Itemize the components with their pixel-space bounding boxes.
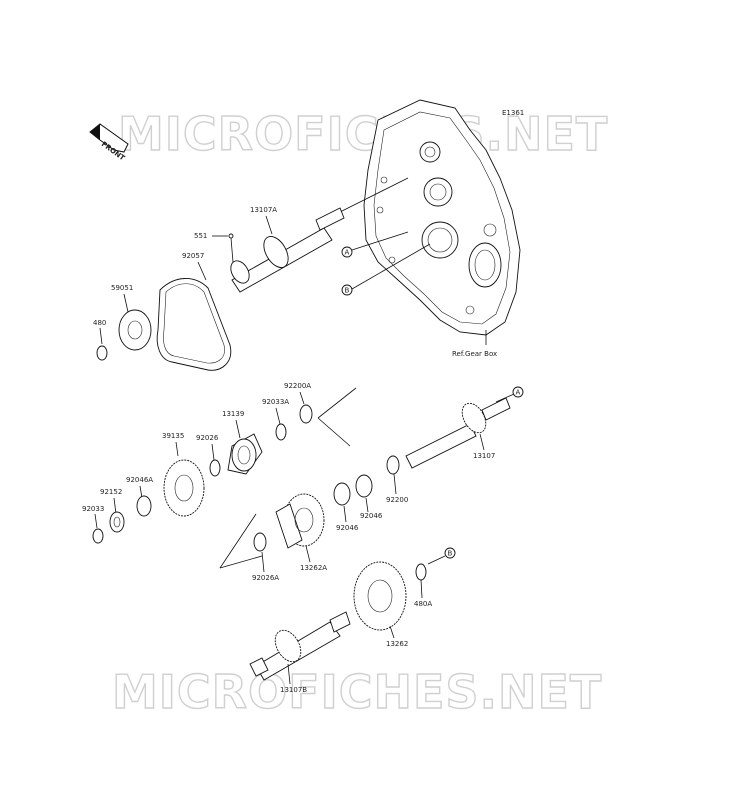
label-92046A: 92046A [126, 476, 153, 484]
chain-92057 [156, 278, 232, 371]
label-551: 551 [194, 232, 207, 240]
label-92033A: 92033A [262, 398, 289, 406]
label-92057: 92057 [182, 252, 204, 260]
shaft-13107b [249, 611, 351, 681]
hub-13139 [227, 433, 263, 475]
shaft-13107 [405, 397, 511, 469]
diagram-code: E1361 [502, 109, 524, 117]
washer-92200 [386, 455, 400, 475]
callout-a-shaft [512, 386, 524, 398]
label-92026A: 92026A [252, 574, 279, 582]
reference-label: Ref.Gear Box [452, 350, 497, 358]
label-13107A: 13107A [250, 206, 277, 214]
callout-a-housing [341, 246, 353, 258]
label-480: 480 [93, 319, 106, 327]
washer-92026a [253, 532, 267, 552]
label-480A: 480A [414, 600, 432, 608]
gear-39135 [163, 459, 205, 517]
circlip-92033a [275, 423, 287, 441]
circlip-480 [96, 345, 108, 361]
gear-13262a [275, 493, 325, 549]
watermark-bottom: MICROFICHES.NET [112, 665, 602, 719]
callout-b-lower-label: B [448, 550, 453, 558]
label-39135: 39135 [162, 432, 184, 440]
label-13262: 13262 [386, 640, 408, 648]
label-92033: 92033 [82, 505, 104, 513]
callout-a-shaft-label: A [516, 389, 521, 397]
label-13107: 13107 [473, 452, 495, 460]
label-92152: 92152 [100, 488, 122, 496]
label-92200A: 92200A [284, 382, 311, 390]
label-92046-a: 92046 [336, 524, 359, 532]
washer-92026 [209, 459, 221, 477]
sprocket-59051 [118, 309, 152, 351]
label-59051: 59051 [111, 284, 133, 292]
bearing-92046-b [355, 474, 373, 498]
callout-a-label: A [345, 249, 350, 257]
washer-92152 [109, 511, 125, 533]
bearing-92046-a [333, 482, 351, 506]
washer-92200a [299, 404, 313, 424]
label-13107B: 13107B [280, 686, 307, 694]
label-13262A: 13262A [300, 564, 327, 572]
label-13139: 13139 [222, 410, 244, 418]
circlip-480a [415, 563, 427, 581]
gearbox-housing [363, 99, 521, 345]
label-92200: 92200 [386, 496, 408, 504]
circlip-92033 [92, 528, 104, 544]
gear-13262 [353, 561, 407, 631]
callout-b-housing [341, 284, 353, 296]
callout-b-lower [444, 547, 456, 559]
callout-b-label: B [345, 287, 350, 295]
bearing-92046a [136, 495, 152, 517]
label-92046-b: 92046 [360, 512, 383, 520]
label-92026: 92026 [196, 434, 219, 442]
watermark-top: MICROFICHES.NET [118, 107, 608, 161]
shaft-13107a [230, 177, 409, 293]
